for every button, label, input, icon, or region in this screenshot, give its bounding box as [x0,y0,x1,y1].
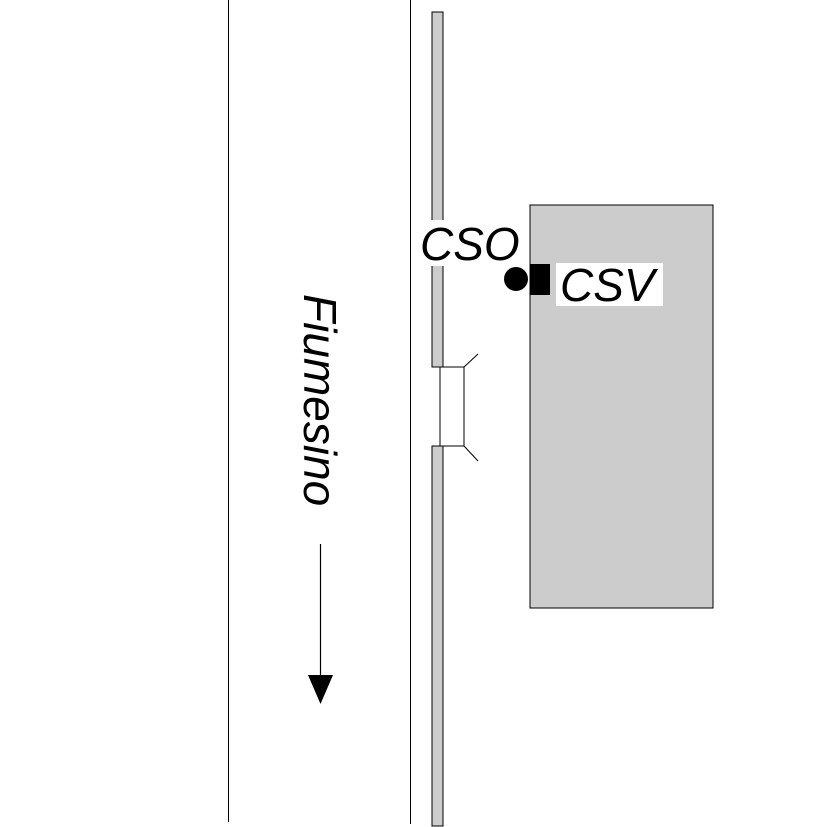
cso-marker [504,267,528,291]
csv-label: CSV [560,259,659,311]
csv-marker [530,264,550,295]
river-name-label: Fiumesino [294,294,346,506]
outfall-structure [437,353,479,462]
cso-label: CSO [420,218,520,270]
levee-upper [431,11,444,368]
levee-lower [431,445,444,827]
cso-label-bg [418,220,524,266]
csv-label-bg [556,263,663,306]
flow-direction-arrow [308,544,333,704]
